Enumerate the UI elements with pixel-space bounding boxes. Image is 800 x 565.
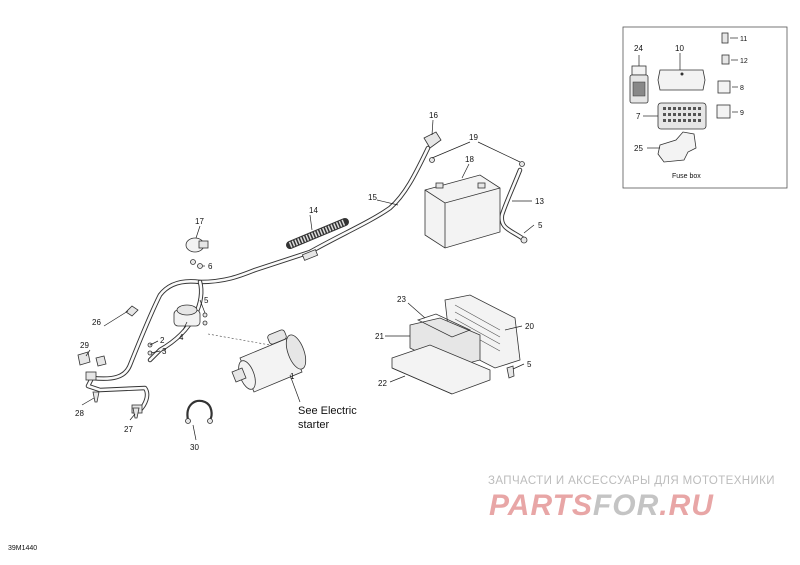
part-6-nuts [190, 259, 203, 269]
callout-2: 2 [160, 336, 165, 345]
part-23-strap [416, 313, 472, 338]
callout-19: 19 [469, 133, 478, 142]
callout-13: 13 [535, 197, 544, 206]
callout-21: 21 [375, 332, 384, 341]
callout-5b: 5 [538, 221, 543, 230]
callout-5a: 5 [204, 296, 209, 305]
callout-22: 22 [378, 379, 387, 388]
callout-25: 25 [634, 144, 643, 153]
callout-30: 30 [190, 443, 199, 452]
part-26-clip [125, 305, 139, 317]
see-electric-starter-line1: See Electric [298, 405, 357, 417]
watermark: ЗАПЧАСТИ И АКСЕССУАРЫ ДЛЯ МОТОТЕХНИКИ PA… [488, 475, 775, 522]
callout-1: 1 [290, 372, 295, 381]
part-1-electric-starter [207, 329, 307, 393]
part-4-solenoid [173, 304, 208, 327]
callout-14: 14 [309, 206, 318, 215]
part-12-fuse [721, 54, 738, 65]
part-5-bolt-tray [506, 365, 515, 379]
callout-9: 9 [740, 110, 744, 117]
callout-10: 10 [675, 44, 684, 53]
callout-17: 17 [195, 217, 204, 226]
part-29-grommet [77, 351, 107, 367]
callout-28: 28 [75, 409, 84, 418]
part-8-relay [717, 80, 738, 94]
callout-24: 24 [634, 44, 643, 53]
callout-11: 11 [740, 36, 747, 43]
callout-15: 15 [368, 193, 377, 202]
watermark-brand-for: FOR [593, 489, 659, 522]
part-24-fuse-holder [629, 55, 649, 104]
part-30-ground-cable [185, 399, 213, 424]
part-7-fuse-box [643, 102, 707, 130]
part-11-fuse [721, 32, 738, 44]
callout-3: 3 [162, 347, 167, 356]
callout-29: 29 [80, 341, 89, 350]
part-19-bolts [429, 157, 525, 167]
callout-4: 4 [179, 333, 184, 342]
callout-27: 27 [124, 425, 133, 434]
part-18-battery [424, 174, 501, 249]
callout-26: 26 [92, 318, 101, 327]
part-22-battery-tray [391, 344, 491, 395]
callout-18: 18 [465, 155, 474, 164]
callout-23: 23 [397, 295, 406, 304]
part-28-bolt [92, 391, 100, 403]
fuse-box-caption: Fuse box [672, 173, 701, 180]
callout-6: 6 [208, 262, 213, 271]
callouts: 1 2 3 4 5 5 5 6 7 8 9 10 11 12 13 14 15 … [75, 36, 748, 452]
watermark-brand: PARTSFOR.RU [489, 489, 714, 522]
callout-7: 7 [636, 112, 641, 121]
watermark-tagline: ЗАПЧАСТИ И АКСЕССУАРЫ ДЛЯ МОТОТЕХНИКИ [488, 475, 775, 487]
callout-16: 16 [429, 111, 438, 120]
part-17-connector [185, 237, 209, 253]
leader-lines [81, 119, 535, 441]
part-9-relay [716, 104, 738, 119]
callout-12: 12 [740, 58, 748, 65]
see-electric-starter-line2: starter [298, 419, 330, 431]
fuse-box-inset [622, 26, 788, 189]
part-13-battery-cable [499, 167, 528, 244]
part-14-conduit [286, 218, 349, 249]
watermark-brand-ru: .RU [659, 489, 714, 522]
watermark-brand-parts: PARTS [489, 489, 593, 522]
callout-20: 20 [525, 322, 534, 331]
callout-8: 8 [740, 85, 744, 92]
callout-5c: 5 [527, 360, 532, 369]
part-25-bracket [647, 131, 697, 163]
part-16-terminal-cover [423, 131, 442, 149]
drawing-code: 39M1440 [8, 545, 37, 552]
part-27-bolt [132, 407, 140, 419]
part-10-fuse-box-cover [657, 53, 706, 91]
